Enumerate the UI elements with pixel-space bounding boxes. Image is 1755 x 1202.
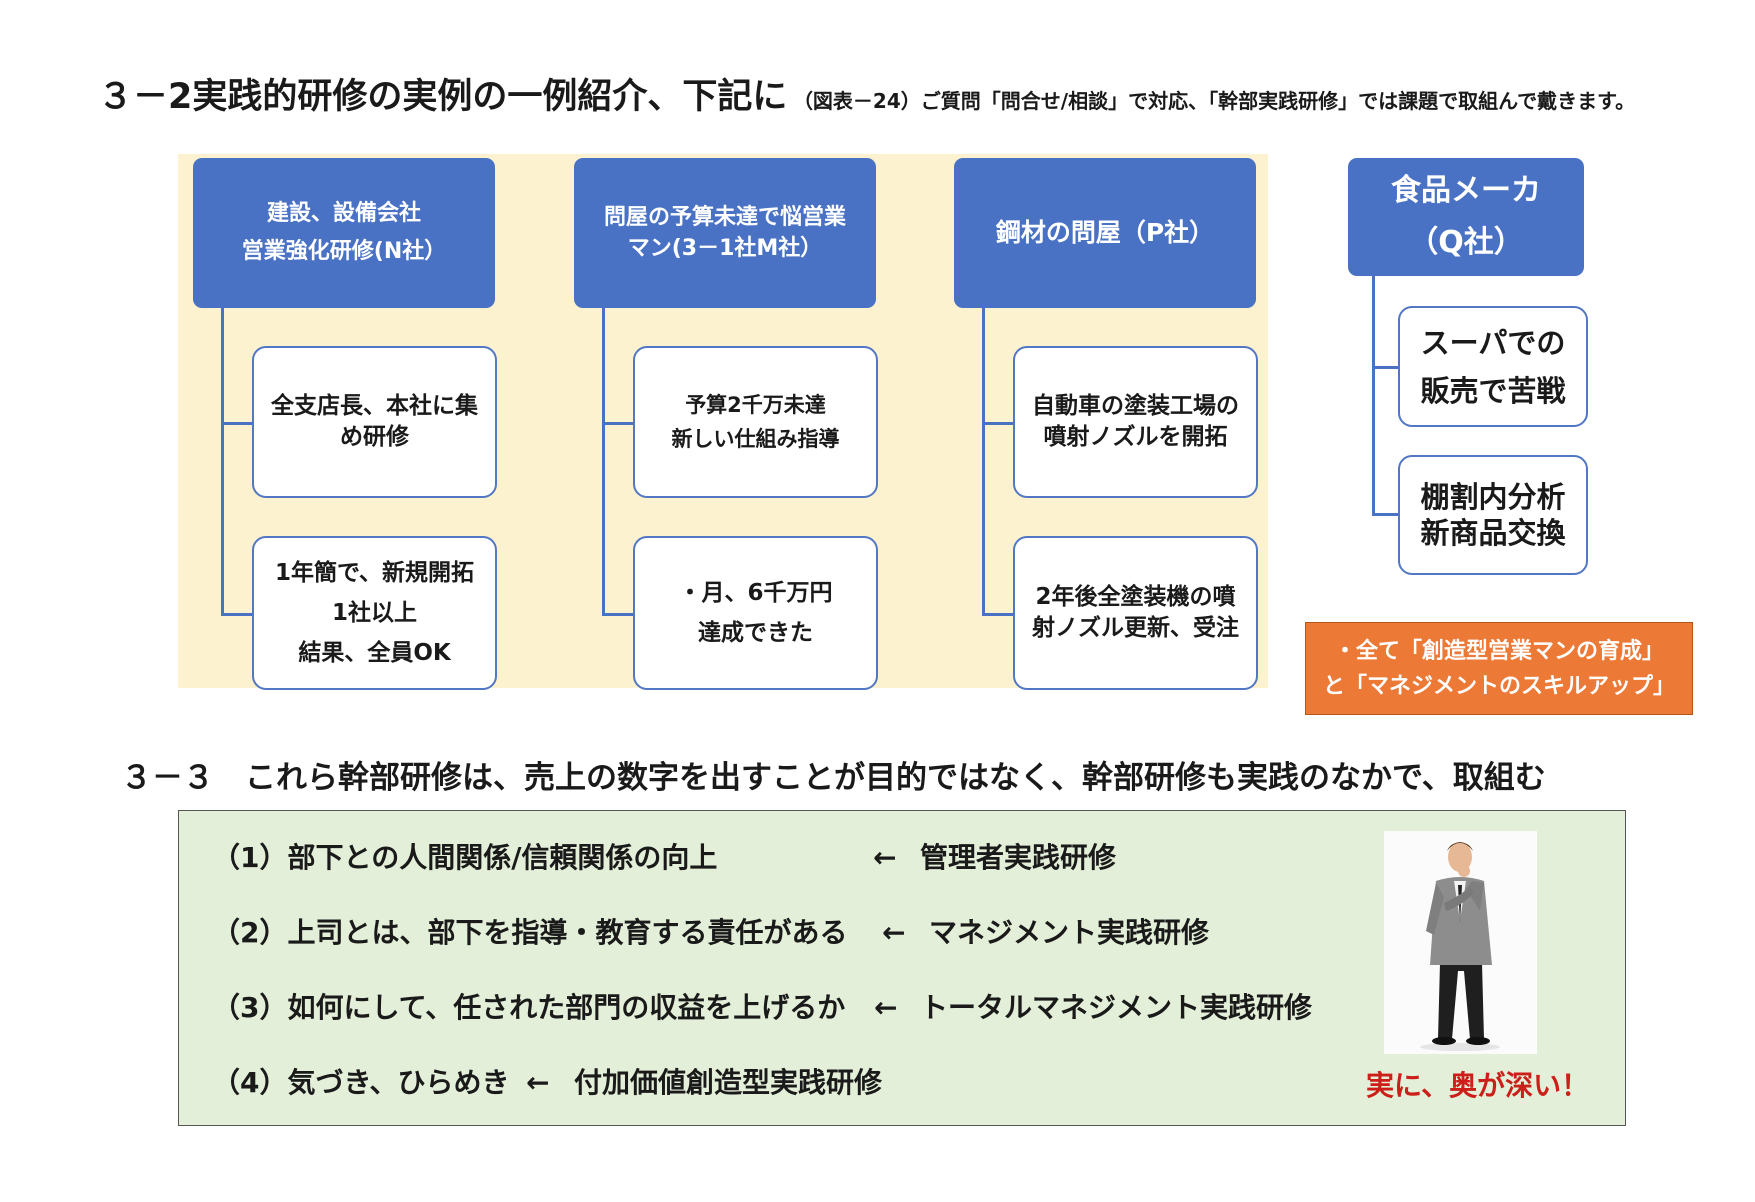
summary-note: ・全て「創造型営業マンの育成」 と「マネジメントのスキルアップ」	[1305, 622, 1693, 715]
header-line: 問屋の予算未達で悩営業	[603, 205, 846, 230]
case-card: 自動車の塗装工場の 噴射ノズルを開拓	[1013, 346, 1258, 498]
connector	[221, 422, 254, 425]
header-line: 食品メーカ	[1391, 173, 1541, 208]
card-line: 全支店長、本社に集	[271, 393, 478, 419]
connector	[602, 422, 635, 425]
row-label: （2）上司とは、部下を指導・教育する責任がある	[212, 916, 848, 949]
section-title-sub: （図表－24）ご質問「問合せ/相談」で対応、「幹部実践研修」では課題で取組んで戴…	[792, 89, 1636, 113]
card-line: 自動車の塗装工場の	[1032, 393, 1239, 419]
training-row: （2）上司とは、部下を指導・教育する責任がある ← マネジメント実践研修	[212, 913, 1209, 953]
row-label: （4）気づき、ひらめき	[212, 1066, 510, 1099]
thinking-man-image	[1384, 831, 1537, 1054]
header-line: （Q社）	[1408, 225, 1524, 260]
remark-text: 実に、奥が深い！	[1366, 1069, 1590, 1102]
case-card: 棚割内分析 新商品交換	[1398, 455, 1588, 575]
card-line: 2年後全塗装機の噴	[1035, 584, 1236, 610]
row-training: トータルマネジメント実践研修	[920, 991, 1313, 1024]
row-label: （1）部下との人間関係/信頼関係の向上	[212, 841, 718, 874]
connector	[1372, 366, 1400, 369]
connector	[602, 308, 605, 616]
row-training: 管理者実践研修	[920, 841, 1117, 874]
header-line: マン(3－1社M社）	[627, 236, 823, 261]
card-line: 結果、全員OK	[298, 640, 451, 666]
card-line: 噴射ノズルを開拓	[1043, 424, 1228, 450]
case-card: 2年後全塗装機の噴 射ノズル更新、受注	[1013, 536, 1258, 690]
section-title: ３－2実践的研修の実例の一例紹介、下記に （図表－24）ご質問「問合せ/相談」で…	[98, 68, 1635, 119]
training-row: （3）如何にして、任された部門の収益を上げるか ← トータルマネジメント実践研修	[212, 988, 1312, 1028]
header-line: 建設、設備会社	[266, 201, 421, 226]
card-line: 棚割内分析	[1420, 480, 1566, 514]
card-line: 予算2千万未達	[685, 393, 826, 417]
connector	[982, 422, 1015, 425]
case-header-n: 建設、設備会社 営業強化研修(N社）	[193, 158, 495, 308]
connector	[982, 613, 1015, 616]
case-card: 1年簡で、新規開拓 1社以上 結果、全員OK	[252, 536, 497, 690]
case-header-p: 鋼材の問屋（P社）	[954, 158, 1256, 308]
left-arrow-icon: ←	[882, 916, 906, 949]
training-row: （1）部下との人間関係/信頼関係の向上 ← 管理者実践研修	[212, 838, 1116, 878]
case-card: 予算2千万未達 新しい仕組み指導	[633, 346, 878, 498]
header-line: 営業強化研修(N社）	[241, 239, 447, 264]
note-line: ・全て「創造型営業マンの育成」	[1333, 638, 1664, 664]
row-training: マネジメント実践研修	[929, 916, 1210, 949]
card-line: 1社以上	[331, 600, 417, 626]
connector	[1372, 513, 1400, 516]
section2-title: ３－３ これら幹部研修は、売上の数字を出すことが目的ではなく、幹部研修も実践のな…	[121, 760, 1546, 796]
card-line: め研修	[340, 424, 409, 450]
header-line: 鋼材の問屋（P社）	[995, 218, 1215, 247]
connector	[982, 308, 985, 616]
card-line: 射ノズル更新、受注	[1032, 615, 1239, 641]
case-card: スーパでの 販売で苦戦	[1398, 306, 1588, 427]
card-line: 新しい仕組み指導	[671, 427, 840, 451]
case-card: 全支店長、本社に集 め研修	[252, 346, 497, 498]
card-line: ・月、6千万円	[678, 580, 833, 606]
card-line: 新商品交換	[1420, 516, 1566, 550]
person-illustration	[1420, 842, 1500, 1051]
case-header-m: 問屋の予算未達で悩営業 マン(3－1社M社）	[574, 158, 876, 308]
connector	[221, 308, 224, 616]
left-arrow-icon: ←	[873, 841, 897, 874]
card-line: 1年簡で、新規開拓	[274, 560, 475, 586]
row-training: 付加価値創造型実践研修	[574, 1066, 883, 1099]
left-arrow-icon: ←	[874, 991, 898, 1024]
card-line: 達成できた	[697, 620, 813, 646]
left-arrow-icon: ←	[526, 1066, 550, 1099]
card-line: 販売で苦戦	[1420, 373, 1566, 408]
connector	[221, 613, 254, 616]
card-line: スーパでの	[1420, 325, 1566, 360]
case-card: ・月、6千万円 達成できた	[633, 536, 878, 690]
case-header-q: 食品メーカ （Q社）	[1348, 158, 1584, 276]
section-title-main: ３－2実践的研修の実例の一例紹介、下記に	[98, 77, 788, 117]
training-row: （4）気づき、ひらめき ← 付加価値創造型実践研修	[212, 1063, 882, 1103]
connector	[1372, 276, 1375, 516]
note-line: と「マネジメントのスキルアップ」	[1322, 673, 1675, 699]
connector	[602, 613, 635, 616]
row-label: （3）如何にして、任された部門の収益を上げるか	[212, 991, 846, 1024]
